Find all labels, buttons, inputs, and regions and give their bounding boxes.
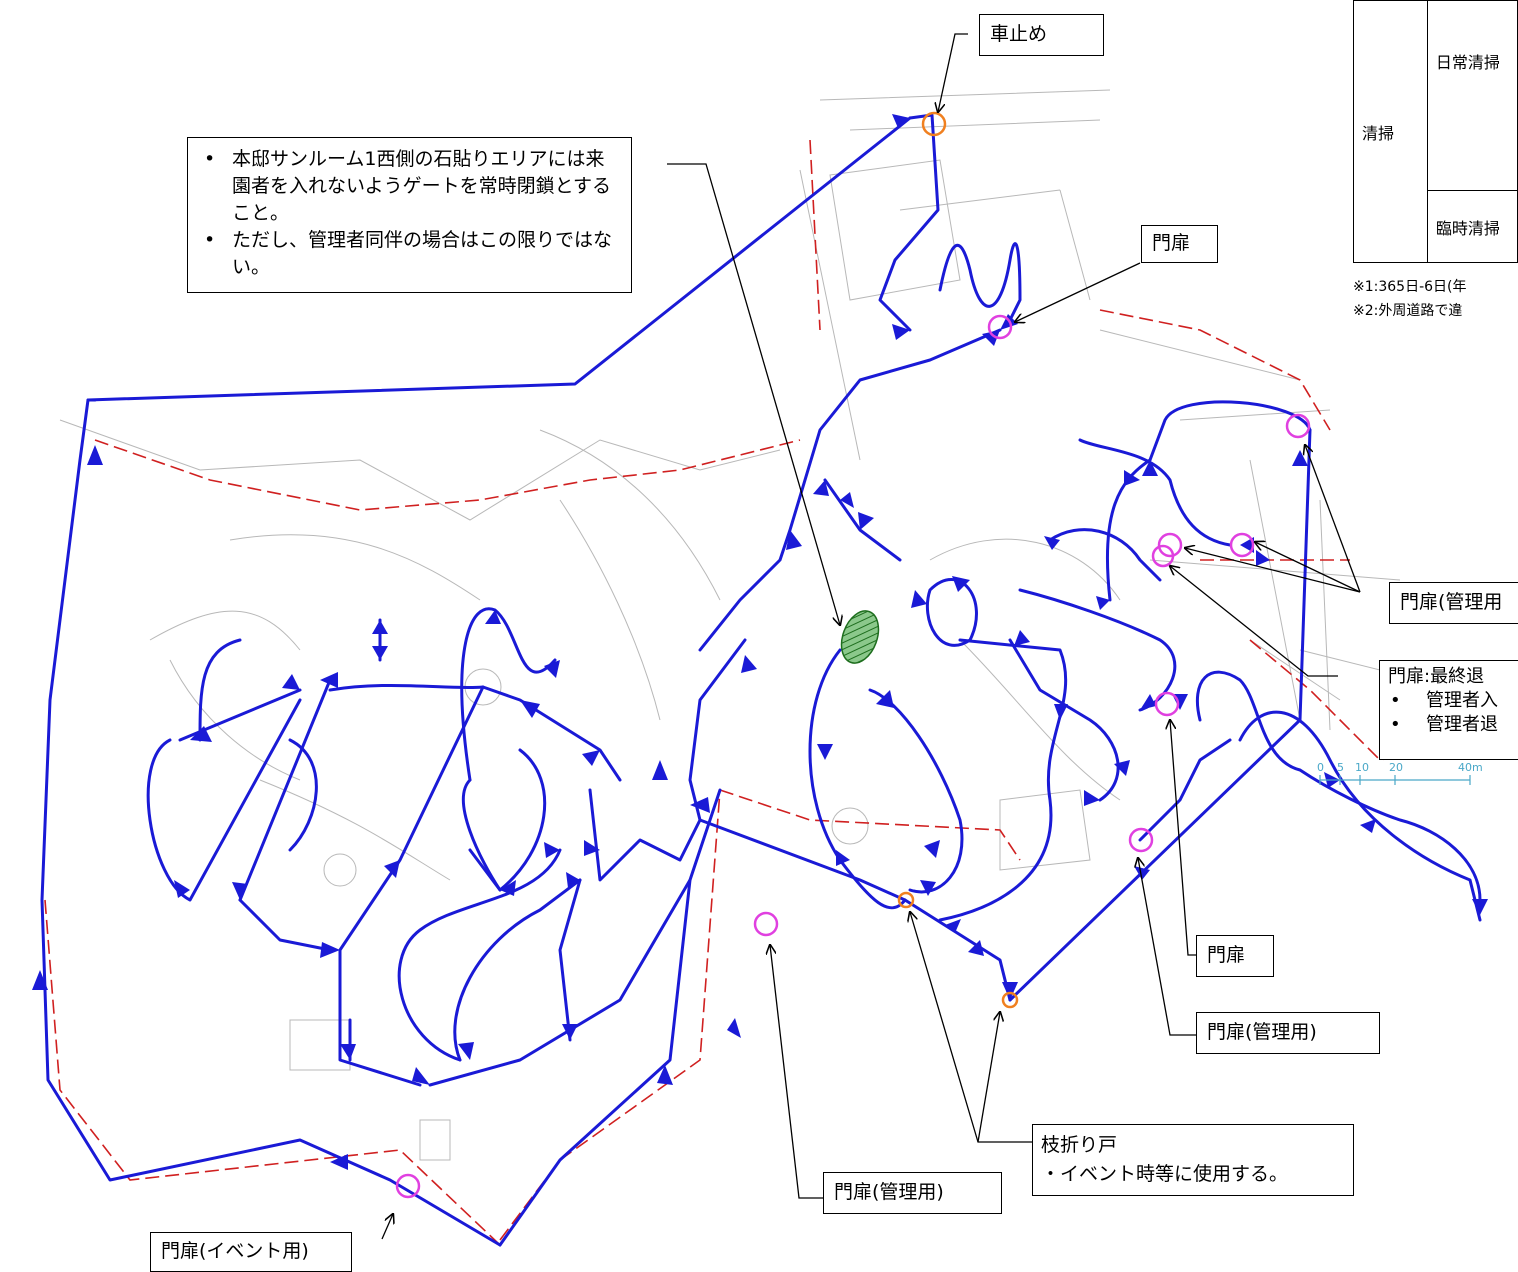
gate-marker (1285, 413, 1311, 439)
scale-label: 40m (1458, 761, 1483, 774)
gate-marker (1151, 544, 1175, 568)
final-exit-title: 門扉:最終退 (1388, 666, 1485, 687)
footnote: ※1:365日-6日(年 (1353, 279, 1467, 295)
callout-monpi-event: 門扉(イベント用) (150, 1232, 352, 1272)
final-exit-item: 管理者退 (1388, 713, 1518, 737)
scale-label: 10 (1355, 761, 1369, 774)
table-row-label: 日常清掃 (1426, 0, 1518, 191)
table-category: 清掃 (1353, 0, 1428, 263)
callout-monpi-kanri-bottom: 門扉(管理用) (823, 1172, 1002, 1214)
gate-markers (395, 111, 1311, 1199)
callout-text: 門扉 (1207, 944, 1246, 967)
schedule-table: 清掃 日常清掃 臨時清掃 (1353, 0, 1518, 263)
callout-text: 門扉 (1152, 232, 1191, 255)
callout-edaori: 枝折り戸 ・イベント時等に使用する。 (1032, 1124, 1354, 1196)
edaori-note: ・イベント時等に使用する。 (1041, 1163, 1289, 1185)
gate-marker (987, 314, 1013, 340)
route-arrows (32, 114, 1488, 1170)
final-exit-item: 管理者入 (1388, 689, 1518, 713)
table-row-label: 臨時清掃 (1426, 190, 1518, 263)
scale-bar (1319, 775, 1471, 785)
footnote: ※2:外周道路で違 (1353, 303, 1463, 319)
gate-marker (1128, 827, 1154, 853)
callout-text: 門扉(管理用) (834, 1181, 944, 1204)
gate-marker-edaori (897, 891, 915, 909)
callout-kurumadome: 車止め (979, 14, 1104, 56)
callout-text: 門扉(管理用) (1207, 1021, 1317, 1044)
callout-text: 門扉(管理用 (1400, 591, 1503, 614)
edaori-title: 枝折り戸 (1041, 1134, 1118, 1156)
notice-item: ただし、管理者同伴の場合はこの限りではない。 (198, 227, 621, 281)
restricted-stone-area (840, 610, 880, 664)
gate-marker-edaori (1001, 991, 1019, 1009)
gate-marker (1154, 691, 1180, 717)
gate-marker (753, 911, 779, 937)
final-exit-box: 門扉:最終退 管理者入 管理者退 (1379, 660, 1518, 760)
callout-monpi-kanri-lower: 門扉(管理用) (1196, 1012, 1380, 1054)
gate-marker (395, 1173, 421, 1199)
callout-text: 車止め (990, 23, 1048, 46)
callout-text: 門扉(イベント用) (161, 1240, 309, 1263)
callout-monpi-kanri-right: 門扉(管理用 (1389, 582, 1518, 624)
scale-label: 0 (1317, 761, 1324, 774)
callout-monpi-top: 門扉 (1141, 225, 1218, 263)
notice-item: 本邸サンルーム1西側の石貼りエリアには来園者を入れないようゲートを常時閉鎖とする… (198, 146, 621, 227)
callout-monpi-right: 門扉 (1196, 935, 1274, 977)
gate-marker-kurumadome (921, 111, 947, 137)
notice-box: 本邸サンルーム1西側の石貼りエリアには来園者を入れないようゲートを常時閉鎖とする… (187, 137, 632, 293)
patrol-routes (40, 113, 1482, 1247)
gate-marker (1157, 532, 1183, 558)
scale-label: 5 (1337, 761, 1344, 774)
leader-lines (381, 33, 1361, 1240)
scale-label: 20 (1389, 761, 1403, 774)
